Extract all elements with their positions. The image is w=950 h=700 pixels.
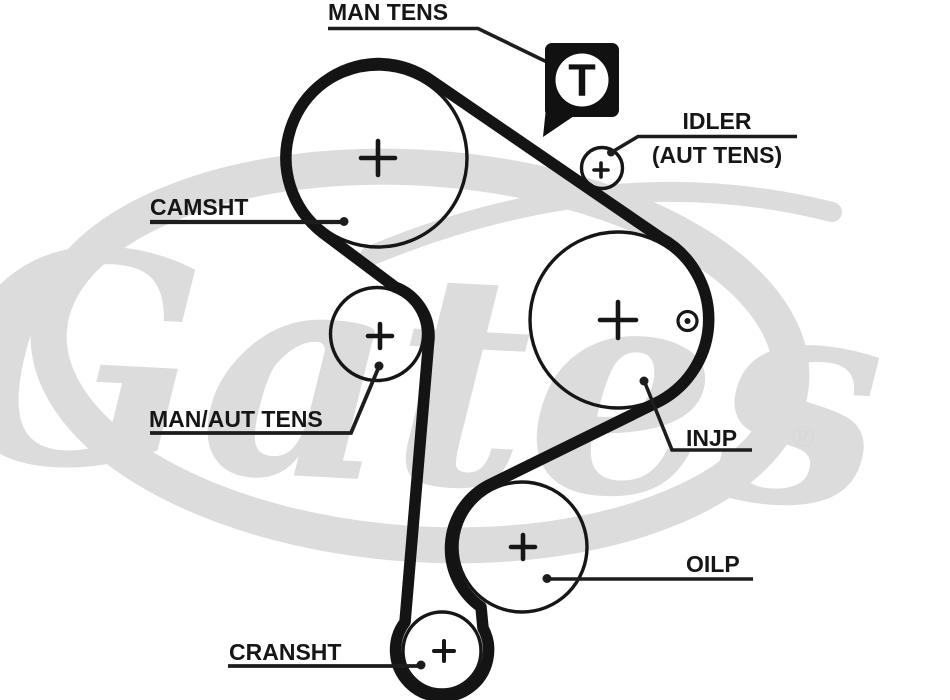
gates-watermark: Gates ® [0, 148, 892, 576]
injp-alignment-ring [676, 309, 699, 333]
tension-badge-letter: T [568, 55, 596, 106]
leader-lines [150, 26, 797, 668]
tension-badge: T [543, 43, 619, 137]
oilp-leader-dot [542, 574, 552, 583]
diagram-labels: MAN TENS IDLER (AUT TENS) CAMSHT MAN/AUT… [149, 0, 782, 665]
tension-badge-tail [543, 98, 574, 137]
label-cransht: CRANSHT [229, 639, 341, 665]
registered-trademark-icon: ® [792, 421, 814, 454]
injp-leader-dot [639, 376, 649, 386]
pulley-center-markers [358, 138, 639, 663]
man-aut-tens-leader [150, 368, 380, 435]
label-oilp: OILP [686, 551, 740, 577]
label-injp: INJP [686, 425, 737, 451]
crankshaft-pulley [401, 610, 483, 692]
crankshaft-cross-icon [432, 639, 456, 663]
oilp-cross-icon [508, 532, 538, 562]
injp-alignment-mark-icon [676, 309, 699, 333]
man-aut-tens-leader-dot [374, 361, 384, 371]
gates-script-text: Gates [0, 181, 892, 576]
idler-leader [611, 134, 797, 154]
camsht-leader-dot [339, 217, 349, 226]
camshaft-cross-icon [358, 138, 398, 178]
tensioner-cross-icon [365, 321, 395, 351]
idler-cross-icon [592, 161, 610, 179]
label-man-aut-tens: MAN/AUT TENS [149, 406, 323, 432]
label-man-tens: MAN TENS [328, 0, 448, 25]
idler-pulley [579, 145, 625, 191]
injp-alignment-dot [684, 318, 691, 324]
injp-leader [643, 382, 752, 452]
man-tens-leader [328, 26, 548, 64]
idler-leader-dot [607, 148, 615, 157]
label-idler: IDLER [683, 108, 752, 134]
oil-pump-pulley [455, 480, 589, 614]
injp-cross-icon [597, 299, 639, 341]
cransht-leader-dot [416, 660, 426, 670]
leader-dots [339, 148, 649, 670]
label-camsht: CAMSHT [150, 194, 248, 220]
tension-badge-circle [555, 53, 609, 107]
label-idler-sub: (AUT TENS) [652, 142, 782, 168]
